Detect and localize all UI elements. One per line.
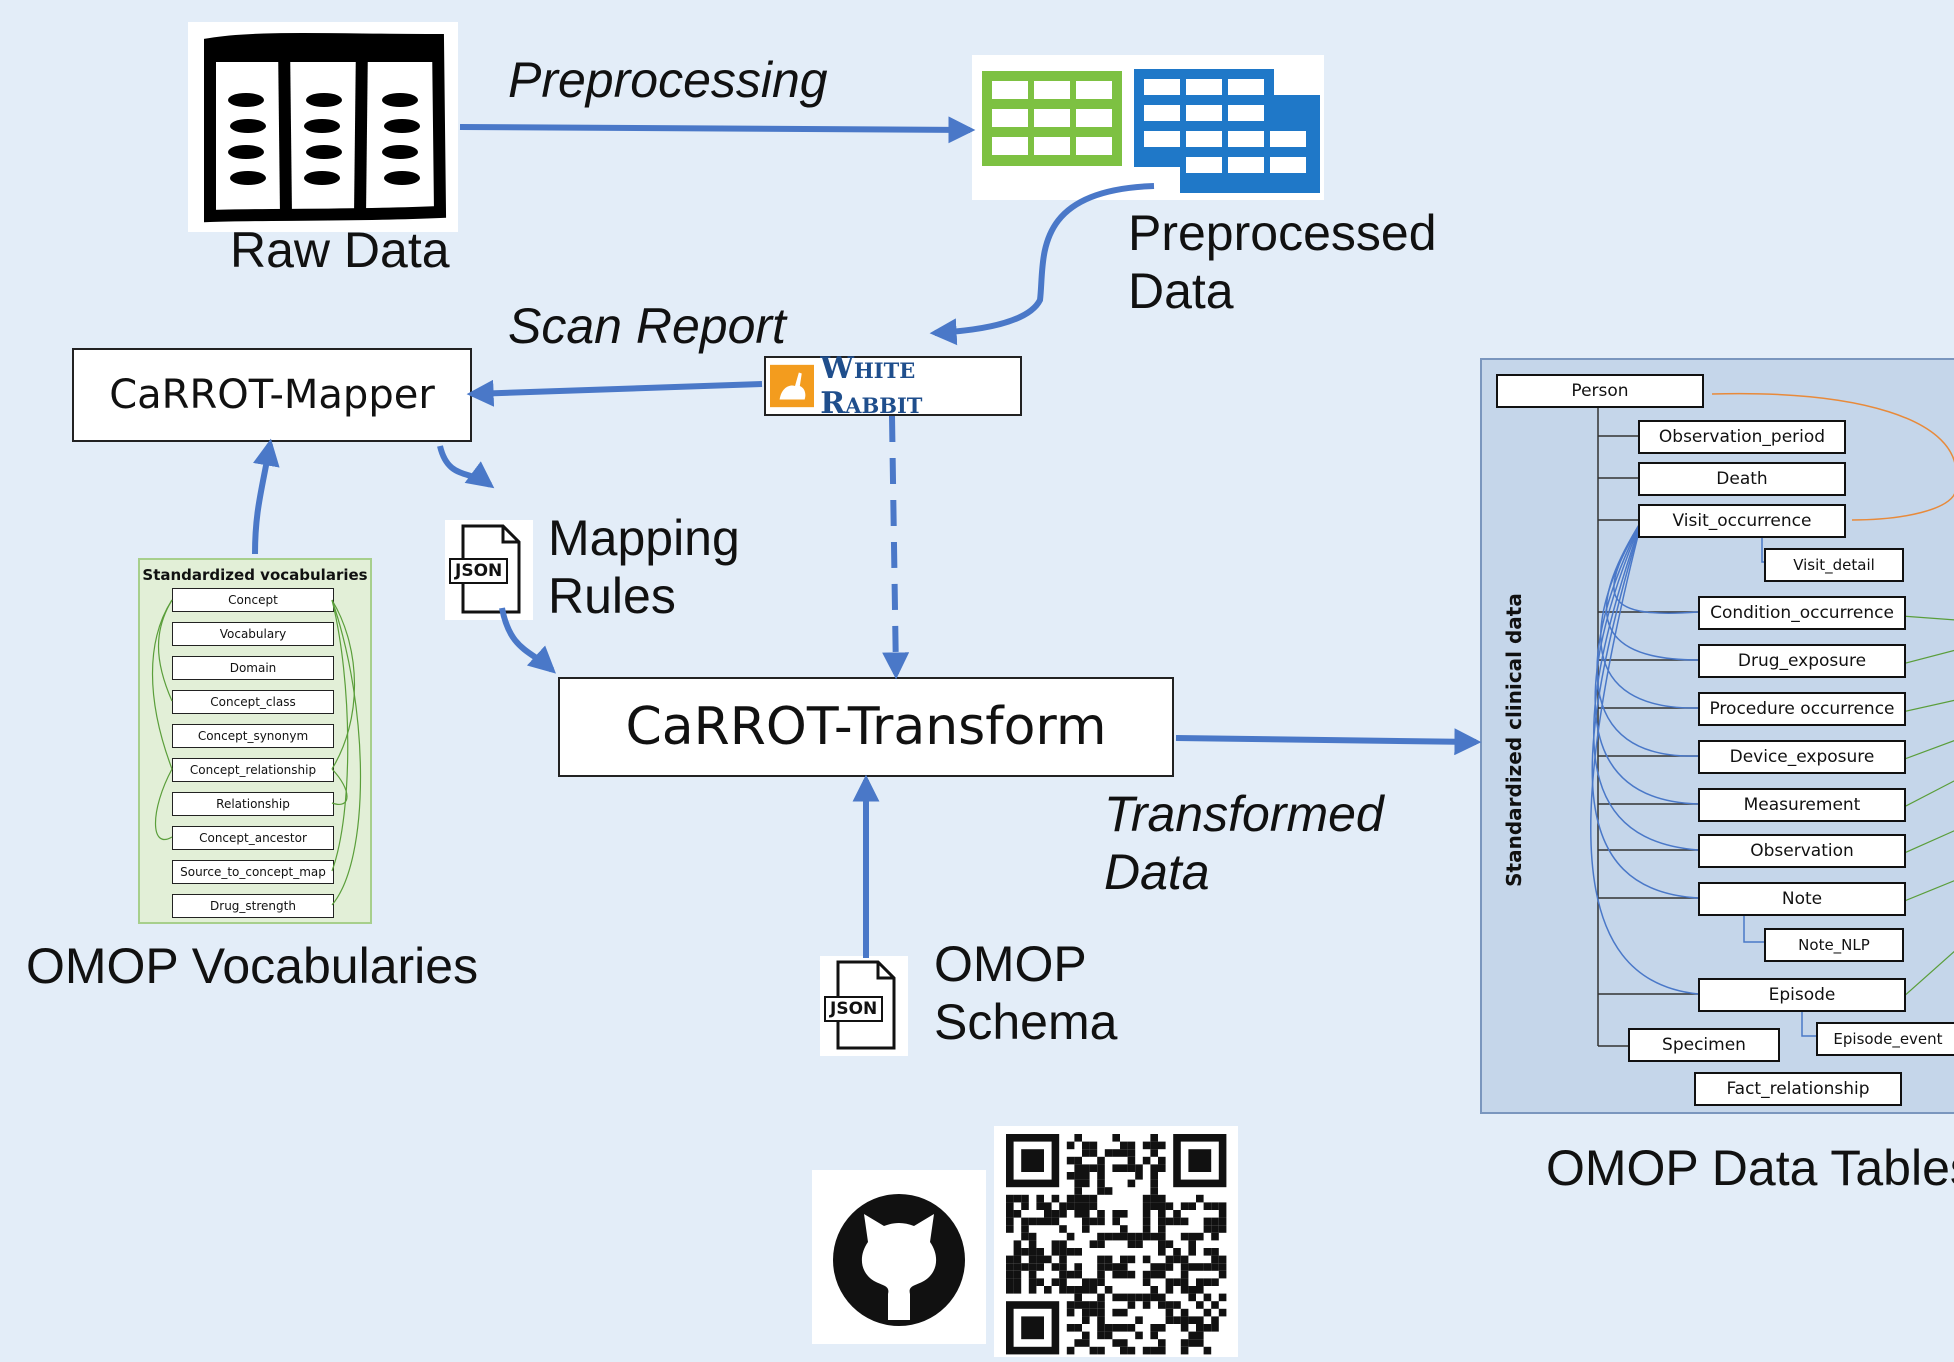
transformed-data-label: Transformed Data	[1104, 786, 1384, 901]
vocab-item: Vocabulary	[172, 622, 334, 646]
omop-table-fact-relationship: Fact_relationship	[1694, 1072, 1902, 1106]
qr-code	[994, 1126, 1238, 1357]
omop-vocabularies-label: OMOP Vocabularies	[26, 938, 479, 994]
mapping-rules-label: Mapping Rules	[548, 510, 740, 625]
vocab-item: Relationship	[172, 792, 334, 816]
omop-table-measurement: Measurement	[1698, 788, 1906, 822]
vocab-item: Drug_strength	[172, 894, 334, 918]
omop-table-episode: Episode	[1698, 978, 1906, 1012]
carrot-transform-box: CaRROT-Transform	[558, 677, 1174, 777]
preprocessed-data-label: Preprocessed Data	[1128, 205, 1437, 320]
omop-table-device-exposure: Device_exposure	[1698, 740, 1906, 774]
rabbit-icon	[770, 364, 815, 408]
omop-table-observation: Observation	[1698, 834, 1906, 868]
green-table-icon	[982, 71, 1122, 166]
table-icons	[982, 69, 1320, 193]
omop-schema-json-badge: JSON	[824, 996, 884, 1022]
carrot-transform-label: CaRROT-Transform	[625, 697, 1107, 757]
blue-table-icon	[1134, 69, 1320, 193]
arrow-mapper-to-mapping-rules	[437, 445, 495, 489]
preprocessed-data-icon-card	[972, 55, 1324, 200]
preprocessing-label: Preprocessing	[508, 52, 828, 108]
arrow-vocabularies-to-mapper	[252, 438, 280, 555]
qr-finder-pattern	[1006, 1134, 1060, 1188]
scan-report-label: Scan Report	[508, 298, 786, 354]
omop-table-death: Death	[1638, 462, 1846, 496]
omop-table-visit-occurrence: Visit_occurrence	[1638, 504, 1846, 538]
qr-finder-pattern	[1173, 1134, 1227, 1188]
omop-table-drug-exposure: Drug_exposure	[1698, 644, 1906, 678]
preprocessed-data-label-line1: Preprocessed	[1128, 205, 1437, 261]
omop-data-tables-label: OMOP Data Tables	[1546, 1140, 1954, 1196]
raw-data-label: Raw Data	[230, 222, 450, 278]
omop-schema-label-line1: OMOP	[934, 936, 1087, 992]
arrow-white-rabbit-to-transform-dashed	[882, 415, 910, 680]
arrow-white-rabbit-to-mapper	[466, 379, 763, 407]
standardized-vocabularies-panel: Standardized vocabularies Concept Vocabu…	[138, 558, 372, 924]
omop-schema-label-line2: Schema	[934, 993, 1118, 1050]
arrow-raw-to-preprocessed	[459, 116, 976, 144]
vocab-item: Concept_synonym	[172, 724, 334, 748]
raw-data-icon-card	[188, 22, 458, 232]
arrow-mapping-rules-to-transform	[499, 607, 556, 674]
omop-table-condition-occurrence: Condition_occurrence	[1698, 596, 1906, 630]
vocab-item: Concept_class	[172, 690, 334, 714]
omop-table-observation-period: Observation_period	[1638, 420, 1846, 454]
omop-table-note: Note	[1698, 882, 1906, 916]
vocab-item: Domain	[172, 656, 334, 680]
omop-table-episode-event: Episode_event	[1816, 1022, 1954, 1056]
vocab-item: Concept	[172, 588, 334, 612]
omop-schema-json-icon-card: JSON	[820, 956, 908, 1056]
vocab-title: Standardized vocabularies	[142, 566, 368, 584]
vocab-item: Concept_relationship	[172, 758, 334, 782]
transformed-data-label-line1: Transformed	[1104, 786, 1384, 842]
mapping-rules-json-icon-card: JSON	[445, 520, 533, 620]
white-rabbit-text: White Rabbit	[820, 351, 923, 421]
white-rabbit-logo: White Rabbit	[764, 351, 1022, 421]
qr-finder-pattern	[1006, 1301, 1060, 1355]
mapping-rules-label-line1: Mapping	[548, 510, 740, 566]
arrow-transform-to-omop-tables	[1175, 728, 1482, 756]
carrot-mapper-box: CaRROT-Mapper	[72, 348, 472, 442]
github-logo-card	[812, 1170, 986, 1344]
github-icon	[833, 1194, 965, 1326]
mapping-rules-label-line2: Rules	[548, 567, 676, 624]
omop-table-person: Person	[1496, 374, 1704, 408]
omop-table-procedure-occurrence: Procedure occurrence	[1698, 692, 1906, 726]
qr-code-pattern	[1006, 1134, 1227, 1355]
omop-schema-label: OMOP Schema	[934, 936, 1117, 1051]
preprocessed-data-label-line2: Data	[1128, 262, 1234, 319]
omop-table-specimen: Specimen	[1628, 1028, 1780, 1062]
transformed-data-label-line2: Data	[1104, 843, 1210, 900]
arrow-preprocessed-to-white-rabbit	[929, 183, 1155, 346]
omop-table-visit-detail: Visit_detail	[1764, 548, 1904, 582]
vocab-item: Concept_ancestor	[172, 826, 334, 850]
omop-data-tables-panel: Standardized clinical data Person Observ…	[1480, 358, 1954, 1114]
carrot-mapper-label: CaRROT-Mapper	[109, 372, 435, 418]
mapping-rules-json-badge: JSON	[449, 558, 509, 584]
omop-connectors	[1590, 392, 1954, 1047]
omop-table-note-nlp: Note_NLP	[1764, 928, 1904, 962]
vocab-item: Source_to_concept_map	[172, 860, 334, 884]
raw-data-icon	[204, 33, 447, 223]
